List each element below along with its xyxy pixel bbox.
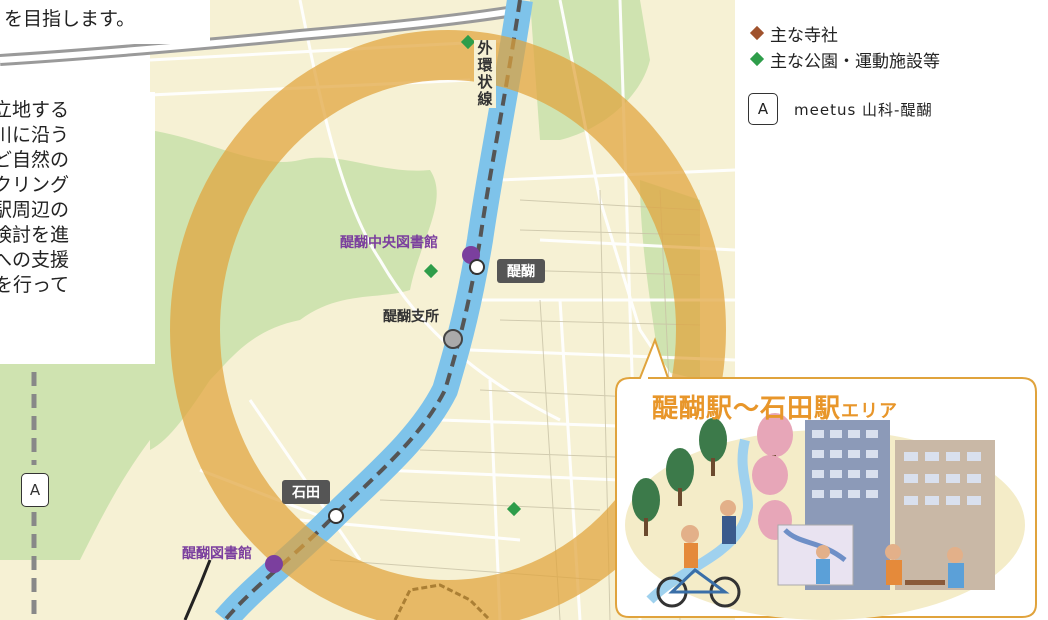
intro-line: 川に沿う (0, 124, 69, 146)
daigo-central-library-label: 醍醐中央図書館 (340, 235, 438, 251)
daigo-branch-office-label: 醍醐支所 (383, 309, 439, 325)
park-marker (460, 34, 476, 50)
callout-title-suffix: エリア (841, 401, 899, 422)
line-a-badge: A (21, 473, 49, 507)
legend-circle-row: A meetus 山科-醍醐 (748, 92, 940, 126)
intro-line: への支援 (0, 249, 69, 271)
cafe-people-illustration (777, 524, 964, 588)
cyclists-illustration (656, 500, 741, 608)
temple-diamond-icon (749, 25, 765, 41)
circle-name: meetus 山科-醍醐 (794, 100, 933, 119)
library-marker (265, 555, 283, 573)
circle-code-badge: A (748, 93, 778, 125)
intro-line: を行って (0, 274, 69, 296)
intro-line: 検討を進 (0, 224, 69, 246)
station-ishida-marker (328, 508, 344, 524)
outer-ring-road-label: 外環状線 (474, 40, 496, 108)
intro-line: ど自然の (0, 149, 69, 171)
station-daigo-label: 醍醐 (497, 259, 545, 283)
callout-title-main: 醍醐駅～石田駅 (652, 394, 842, 424)
branch-office-marker (443, 329, 463, 349)
intro-text-top: を目指します。 (0, 0, 210, 44)
park-marker (423, 263, 439, 279)
intro-text-body: 立地する 川に沿う ど自然の クリング 駅周辺の 検討を進 への支援 を行って (0, 92, 155, 364)
map-legend: 主な寺社 主な公園・運動施設等 A meetus 山科-醍醐 (748, 20, 940, 126)
intro-top-line: を目指します。 (4, 8, 136, 30)
legend-park-row: 主な公園・運動施設等 (748, 46, 940, 72)
intro-line: 立地する (0, 99, 69, 121)
legend-temple-row: 主な寺社 (748, 20, 940, 46)
callout-title: 醍醐駅～石田駅エリア (652, 388, 898, 425)
station-daigo-marker (469, 259, 485, 275)
park-diamond-icon (749, 51, 765, 67)
legend-temple-label: 主な寺社 (770, 25, 838, 46)
walk-radius-ring (170, 30, 726, 620)
intro-line: クリング (0, 174, 69, 196)
station-ishida-label: 石田 (282, 480, 330, 504)
daigo-library-label: 醍醐図書館 (182, 546, 252, 562)
intro-line: 駅周辺の (0, 199, 69, 221)
legend-park-label: 主な公園・運動施設等 (770, 51, 940, 72)
park-marker (506, 501, 522, 517)
